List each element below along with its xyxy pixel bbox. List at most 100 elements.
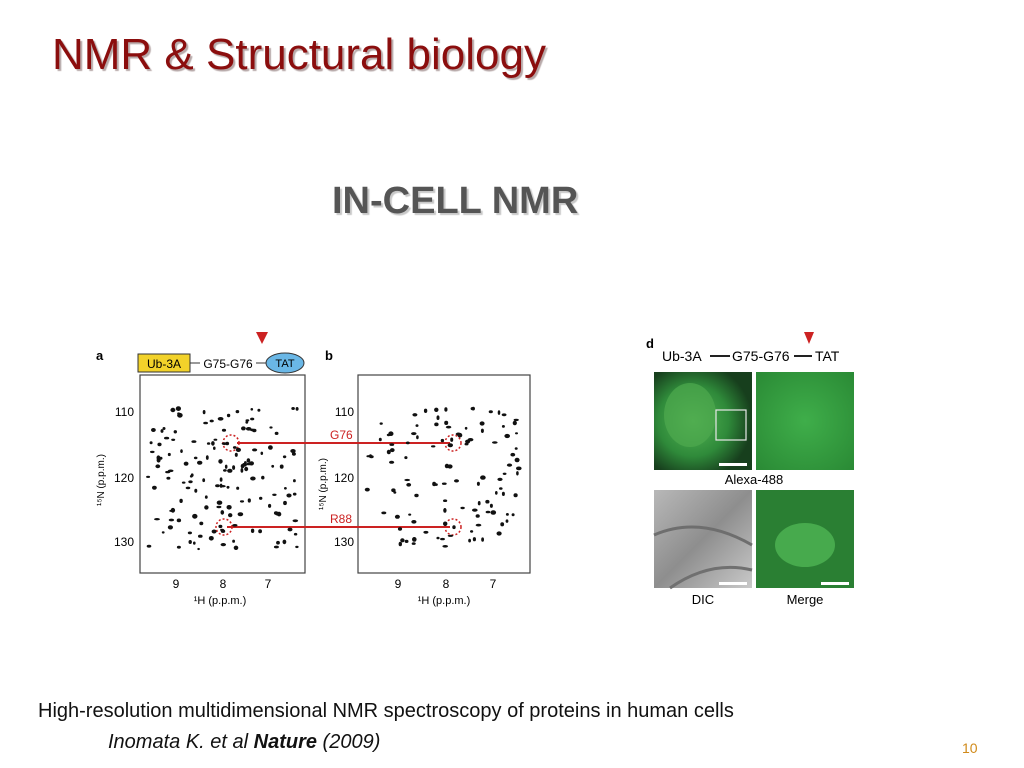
nmr-peak <box>470 407 475 411</box>
nmr-peak <box>411 520 417 524</box>
nmr-peak <box>513 493 518 498</box>
nmr-peak <box>149 441 153 445</box>
cleavage-arrow-d-icon <box>804 332 814 344</box>
nmr-peak <box>393 491 397 494</box>
nmr-peak <box>505 513 509 516</box>
nmr-peak <box>496 531 502 536</box>
xtick-a-9: 9 <box>173 577 180 591</box>
nmr-peak <box>291 452 296 456</box>
nmr-peak <box>232 539 236 543</box>
nmr-peak <box>414 493 419 498</box>
panel-d-label: d <box>646 336 654 351</box>
nmr-peak <box>189 475 193 478</box>
zoom-region-box <box>715 409 747 441</box>
nmr-peak <box>244 461 247 464</box>
nmr-peak <box>291 407 295 410</box>
nmr-peak <box>244 466 249 472</box>
nmr-peak <box>227 468 233 473</box>
nmr-peak <box>226 413 231 418</box>
nmr-peak <box>497 477 503 481</box>
ylabel-a: ¹⁵N (p.p.m.) <box>96 454 107 506</box>
nmr-peak <box>436 415 440 420</box>
nmr-peak <box>202 478 206 483</box>
nmr-peak <box>232 465 236 470</box>
nmr-peak <box>165 470 171 474</box>
nmr-peak <box>415 424 419 427</box>
nmr-peak <box>501 413 507 417</box>
citation-year: (2009) <box>317 731 381 753</box>
nmr-peak <box>247 498 251 503</box>
nmr-peak <box>283 500 287 506</box>
figure-caption: High-resolution multidimensional NMR spe… <box>38 700 734 722</box>
nmr-peak <box>157 442 162 447</box>
nmr-peak <box>405 441 410 445</box>
nmr-peak <box>161 531 165 534</box>
nmr-peak <box>211 529 217 534</box>
scale-bar-3 <box>821 582 849 585</box>
nmr-peak <box>485 510 491 514</box>
g75-g76-text: G75-G76 <box>732 348 790 364</box>
nmr-peak <box>193 541 196 545</box>
nmr-peak <box>194 488 198 493</box>
nmr-peak <box>175 406 181 411</box>
r88-peak-b-circle <box>444 518 462 536</box>
nmr-peak <box>245 420 249 424</box>
nmr-peak <box>457 432 463 438</box>
ytick-a-130: 130 <box>114 535 134 549</box>
nmr-peak <box>216 505 222 509</box>
xtick-b-9: 9 <box>395 577 402 591</box>
nmr-peak <box>155 464 161 469</box>
nmr-peak <box>183 461 189 466</box>
slide-number: 10 <box>962 740 978 756</box>
scale-bar-2 <box>719 582 747 585</box>
g75-g76-label: G75-G76 <box>203 357 253 371</box>
nmr-peak <box>208 536 214 541</box>
nmr-peak <box>164 436 170 440</box>
nmr-peak <box>501 425 505 428</box>
nmr-peak <box>203 421 208 425</box>
nmr-peak <box>502 472 507 475</box>
nmr-peak <box>472 508 478 512</box>
nmr-peak <box>235 410 240 414</box>
nmr-peak <box>411 432 417 436</box>
nmr-peak <box>477 501 481 506</box>
nmr-peak <box>226 485 230 489</box>
nmr-peak <box>213 438 218 441</box>
nmr-peak <box>290 449 296 453</box>
r88-label: R88 <box>330 512 352 526</box>
nmr-peak <box>499 487 503 490</box>
nmr-peak <box>452 525 456 530</box>
xlabel-a: ¹H (p.p.m.) <box>194 595 247 607</box>
nmr-peak <box>240 468 244 473</box>
nmr-peak <box>239 500 245 503</box>
nmr-peak <box>412 537 417 542</box>
nmr-peak <box>268 503 272 508</box>
g76-peak-b-circle <box>444 434 462 452</box>
nmr-peak <box>293 479 296 483</box>
nmr-peak <box>273 545 279 549</box>
peaks-spectrum-a <box>146 406 299 551</box>
nmr-peak <box>197 547 200 551</box>
nmr-peak <box>488 410 493 414</box>
xtick-a-8: 8 <box>220 577 227 591</box>
xtick-a-7: 7 <box>265 577 272 591</box>
nmr-peak <box>276 540 280 545</box>
nmr-peak <box>476 481 480 486</box>
xlabel-b: ¹H (p.p.m.) <box>418 595 471 607</box>
nmr-peak <box>171 438 176 441</box>
nmr-peak <box>219 483 223 488</box>
nmr-peak <box>386 449 391 455</box>
nmr-peak <box>146 544 152 548</box>
nmr-peak <box>475 514 480 518</box>
nmr-peak <box>286 493 292 498</box>
nmr-peak <box>235 447 241 452</box>
nmr-peak <box>411 542 416 545</box>
cleavage-arrow-icon <box>256 332 268 344</box>
xtick-b-7: 7 <box>490 577 497 591</box>
nmr-peak <box>394 514 400 519</box>
nmr-peak <box>404 539 409 543</box>
nmr-peak <box>489 503 493 508</box>
nmr-peak <box>423 530 429 534</box>
nmr-peak <box>434 407 439 412</box>
nmr-peak <box>188 540 192 544</box>
